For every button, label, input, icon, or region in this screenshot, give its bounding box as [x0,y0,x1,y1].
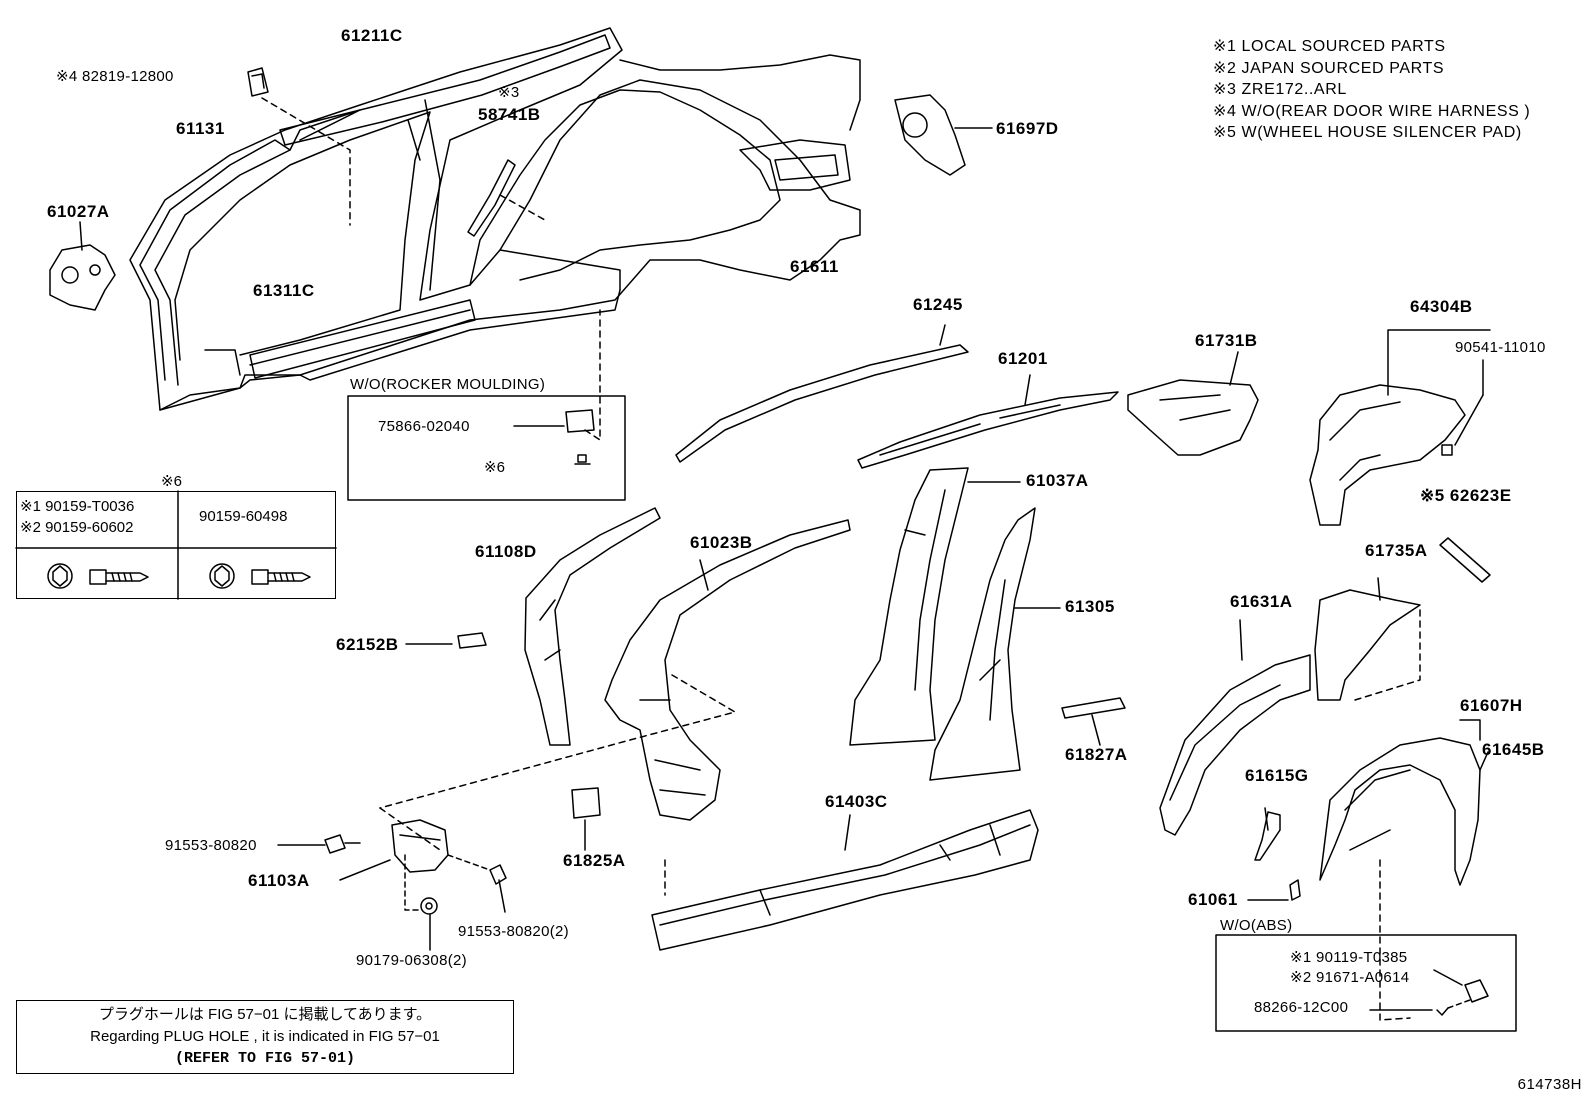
label-75866-02040[interactable]: 75866-02040 [378,418,470,435]
clip-82819 [247,67,351,226]
rocker-box-title: W/O(ROCKER MOULDING) [350,376,546,393]
fastener-right[interactable]: 90159-60498 [199,508,288,525]
pillar-61023B [379,519,851,851]
panel-64304B [1309,329,1491,526]
label-62623E[interactable]: ※5 62623E [1420,486,1512,505]
figure-number: 614738H [1517,1076,1582,1093]
label-90179-06308-2[interactable]: 90179-06308(2) [356,952,467,969]
liner-61631A [1159,619,1311,836]
wheelhouse-61607H [1247,719,1489,1021]
strip-58741B [467,159,516,237]
label-82819-12800[interactable]: ※4 82819-12800 [56,68,174,85]
fastener-table-art [15,490,337,600]
panel-61735A [1314,577,1421,701]
note-3: ※3 ZRE172..ARL [1213,81,1347,98]
label-61023B[interactable]: 61023B [690,533,753,552]
rocker-moulding-box-art [347,309,626,501]
label-61103A[interactable]: 61103A [248,871,310,890]
label-90541-11010[interactable]: 90541-11010 [1455,339,1546,356]
plug-note-line-3[interactable]: (REFER TO FIG 57-01) [174,1050,356,1067]
label-61631A[interactable]: 61631A [1230,592,1293,611]
label-61108D[interactable]: 61108D [475,542,537,561]
label-58741B-note: ※3 [498,84,520,101]
label-61731B[interactable]: 61731B [1195,331,1258,350]
plug-note-line-2: Regarding PLUG HOLE , it is indicated in… [90,1028,440,1045]
bracket-61027A [49,221,116,311]
fastener-table-caption: ※6 [161,473,182,490]
roof-side-rail [279,34,611,146]
rocker-61403C [651,809,1039,951]
label-90119-T0385[interactable]: ※1 90119-T0385 [1290,949,1408,966]
label-61211C[interactable]: 61211C [341,26,403,45]
label-61645B[interactable]: 61645B [1482,740,1545,759]
fastener-left-1[interactable]: ※1 90159-T0036 [20,498,135,515]
plug-hole-note: プラグホールは FIG 57−01 に掲載してあります。 Regarding P… [16,1000,514,1074]
note-4: ※4 W/O(REAR DOOR WIRE HARNESS ) [1213,102,1531,120]
fastener-left-2[interactable]: ※2 90159-60602 [20,519,134,536]
pillar-61108D [405,507,661,746]
panel-61731B [1127,351,1259,456]
bracket-61103A [277,819,507,951]
note-5: ※5 W(WHEEL HOUSE SILENCER PAD) [1213,124,1522,141]
label-61403C[interactable]: 61403C [825,792,888,811]
label-64304B[interactable]: 64304B [1410,297,1473,316]
label-62152B[interactable]: 62152B [336,635,399,654]
label-91671-A0614[interactable]: ※2 91671-A0614 [1290,969,1410,986]
label-58741B[interactable]: 58741B [478,105,541,124]
rail-61201 [857,374,1119,469]
label-61061[interactable]: 61061 [1188,890,1238,909]
label-61311C[interactable]: 61311C [253,281,315,300]
label-61827A[interactable]: 61827A [1065,745,1128,764]
fastener-table [16,491,336,599]
label-61245[interactable]: 61245 [913,295,963,314]
note-1: ※1 LOCAL SOURCED PARTS [1213,38,1446,55]
label-61305[interactable]: 61305 [1065,597,1115,616]
note-2: ※2 JAPAN SOURCED PARTS [1213,59,1445,77]
label-61607H[interactable]: 61607H [1460,696,1523,715]
label-61735A[interactable]: 61735A [1365,541,1428,560]
label-61697D[interactable]: 61697D [996,119,1059,138]
label-61825A[interactable]: 61825A [563,851,626,870]
pillar-61037A [849,467,1021,746]
pad-61827A [1061,697,1126,719]
label-61027A[interactable]: 61027A [47,202,110,221]
label-88266-12C00[interactable]: 88266-12C00 [1254,999,1349,1016]
legend-notes: ※1 LOCAL SOURCED PARTS ※2 JAPAN SOURCED … [1213,36,1530,144]
rocker-box-ref: ※6 [484,459,505,476]
pad-61825A [571,787,601,819]
label-91553-80820[interactable]: 91553-80820 [165,837,257,854]
pad-62623E [1439,537,1491,583]
pillar-61305 [929,507,1061,781]
label-61201[interactable]: 61201 [998,349,1048,368]
label-91553-80820-2[interactable]: 91553-80820(2) [458,923,569,940]
label-61131[interactable]: 61131 [176,119,225,138]
panel-61697D [894,94,993,176]
plug-note-line-1: プラグホールは FIG 57−01 に掲載してあります。 [98,1006,432,1023]
rail-61245 [675,324,969,463]
abs-box-title: W/O(ABS) [1220,917,1293,934]
body-side-outer-panel [129,27,861,411]
label-61037A[interactable]: 61037A [1026,471,1089,490]
label-61615G[interactable]: 61615G [1245,766,1309,785]
label-61611[interactable]: 61611 [790,257,839,276]
abs-box-art [1215,934,1517,1032]
